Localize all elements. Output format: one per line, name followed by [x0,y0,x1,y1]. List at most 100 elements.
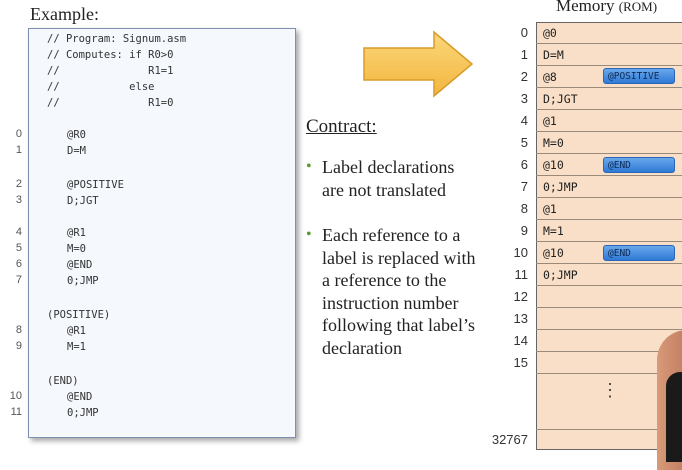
code-line-number: 10 [9,390,22,402]
rom-cell [536,154,682,176]
code-comment-line: // else [47,81,155,93]
bullet-line: label is replaced with [322,247,476,268]
rom-cell [536,308,682,330]
rom-instruction: 0;JMP [543,268,578,282]
rom-address: 0 [520,25,528,40]
rom-instruction: @1 [543,202,557,216]
code-line-number: 7 [15,274,22,286]
code-line-number: 9 [15,340,22,352]
code-line-number: 5 [15,242,22,254]
bullet-text: Each reference to a label is replaced wi… [322,224,502,359]
rom-cell [536,132,682,154]
rom-address: 14 [513,333,528,348]
rom-address: 4 [520,113,528,128]
rom-address: 7 [520,179,528,194]
rom-instruction: M=1 [543,224,564,238]
code-instruction: @END [67,391,93,403]
rom-cell [536,110,682,132]
code-line-number: 8 [15,324,22,336]
rom-address: 3 [520,91,528,106]
code-instruction: @R1 [67,227,86,239]
memory-title-subtitle: (ROM) [618,0,658,14]
code-instruction: M=1 [67,341,86,353]
bullet-line: a reference to the [322,270,447,290]
ellipsis-icon: ⋮ [601,380,619,400]
rom-address: 15 [513,355,528,370]
code-line-number: 11 [10,406,22,418]
rom-instruction: @8 [543,70,557,84]
bullet-line: Each reference to a [322,225,461,245]
rom-cell [536,264,682,286]
rom-cell [536,220,682,242]
rom-instruction: @0 [543,26,557,40]
code-instruction: @END [67,259,93,271]
rom-address: 5 [520,135,528,150]
rom-cell [536,88,682,110]
rom-cell [536,66,682,88]
rom-instruction: @10 [543,246,564,260]
rom-cell [536,176,682,198]
rom-cell [536,286,682,308]
memory-title-text: Memory [556,0,615,15]
code-label-declaration: (POSITIVE) [47,309,111,321]
bullet-dot-icon: • [306,158,312,175]
rom-cell [536,330,682,352]
rom-cell [536,198,682,220]
rom-instruction: @10 [543,158,564,172]
rom-address: 12 [513,289,528,304]
memory-title: Memory (ROM) [556,0,657,16]
rom-address: 11 [514,267,529,282]
code-comment-line: // Program: Signum.asm [47,33,187,45]
code-comment-line: // Computes: if R0>0 [47,49,174,61]
rom-address: 1 [520,47,528,62]
rom-instruction: D=M [543,48,564,62]
code-line-number: 3 [15,194,22,206]
code-instruction: D;JGT [67,195,99,207]
rom-address: 10 [513,245,528,260]
rom-instruction: @1 [543,114,557,128]
code-instruction: @R1 [67,325,86,337]
code-line-number: 2 [15,178,22,190]
bullet-line: instruction number [322,292,459,313]
example-title: Example: [30,4,99,24]
rom-instruction: M=0 [543,136,564,150]
code-instruction: 0;JMP [67,407,99,419]
code-comment-line: // R1=1 [47,65,174,77]
code-instruction: 0;JMP [67,275,99,287]
code-instruction: @POSITIVE [67,179,124,191]
rom-address: 2 [520,69,528,84]
bullet-line: are not translated [322,179,446,200]
label-badge-positive: @POSITIVE [603,68,675,84]
code-comment-line: // R1=0 [47,97,174,109]
rom-address: 6 [520,157,528,172]
right-arrow-icon [363,30,474,98]
presenter-shirt [666,372,682,462]
code-line-number: 1 [15,144,22,156]
bullet-line: declaration [322,337,402,358]
rom-cell [536,374,682,430]
rom-last-address: 32767 [491,432,528,447]
rom-cell [536,352,682,374]
rom-instruction: 0;JMP [543,180,578,194]
code-instruction: D=M [67,145,86,157]
rom-cell [536,44,682,66]
code-panel: // Program: Signum.asm // Computes: if R… [28,28,296,438]
rom-cell [536,22,682,44]
rom-address: 8 [520,201,528,216]
code-instruction: @R0 [67,129,86,141]
code-label-declaration: (END) [47,375,79,387]
code-instruction: M=0 [67,243,86,255]
rom-address: 9 [520,223,528,238]
contract-title: Contract: [306,116,377,137]
label-badge-end: @END [603,157,675,173]
rom-address: 13 [513,311,528,326]
bullet-line: Label declarations [322,157,455,177]
code-line-number: 4 [15,226,22,238]
bullet-text: Label declarations are not translated [322,156,502,201]
bullet-line: following that label’s [322,315,475,335]
code-line-number: 6 [15,258,22,270]
bullet-dot-icon: • [306,226,312,243]
code-line-number: 0 [15,128,22,140]
label-badge-end: @END [603,245,675,261]
rom-cell [536,242,682,264]
